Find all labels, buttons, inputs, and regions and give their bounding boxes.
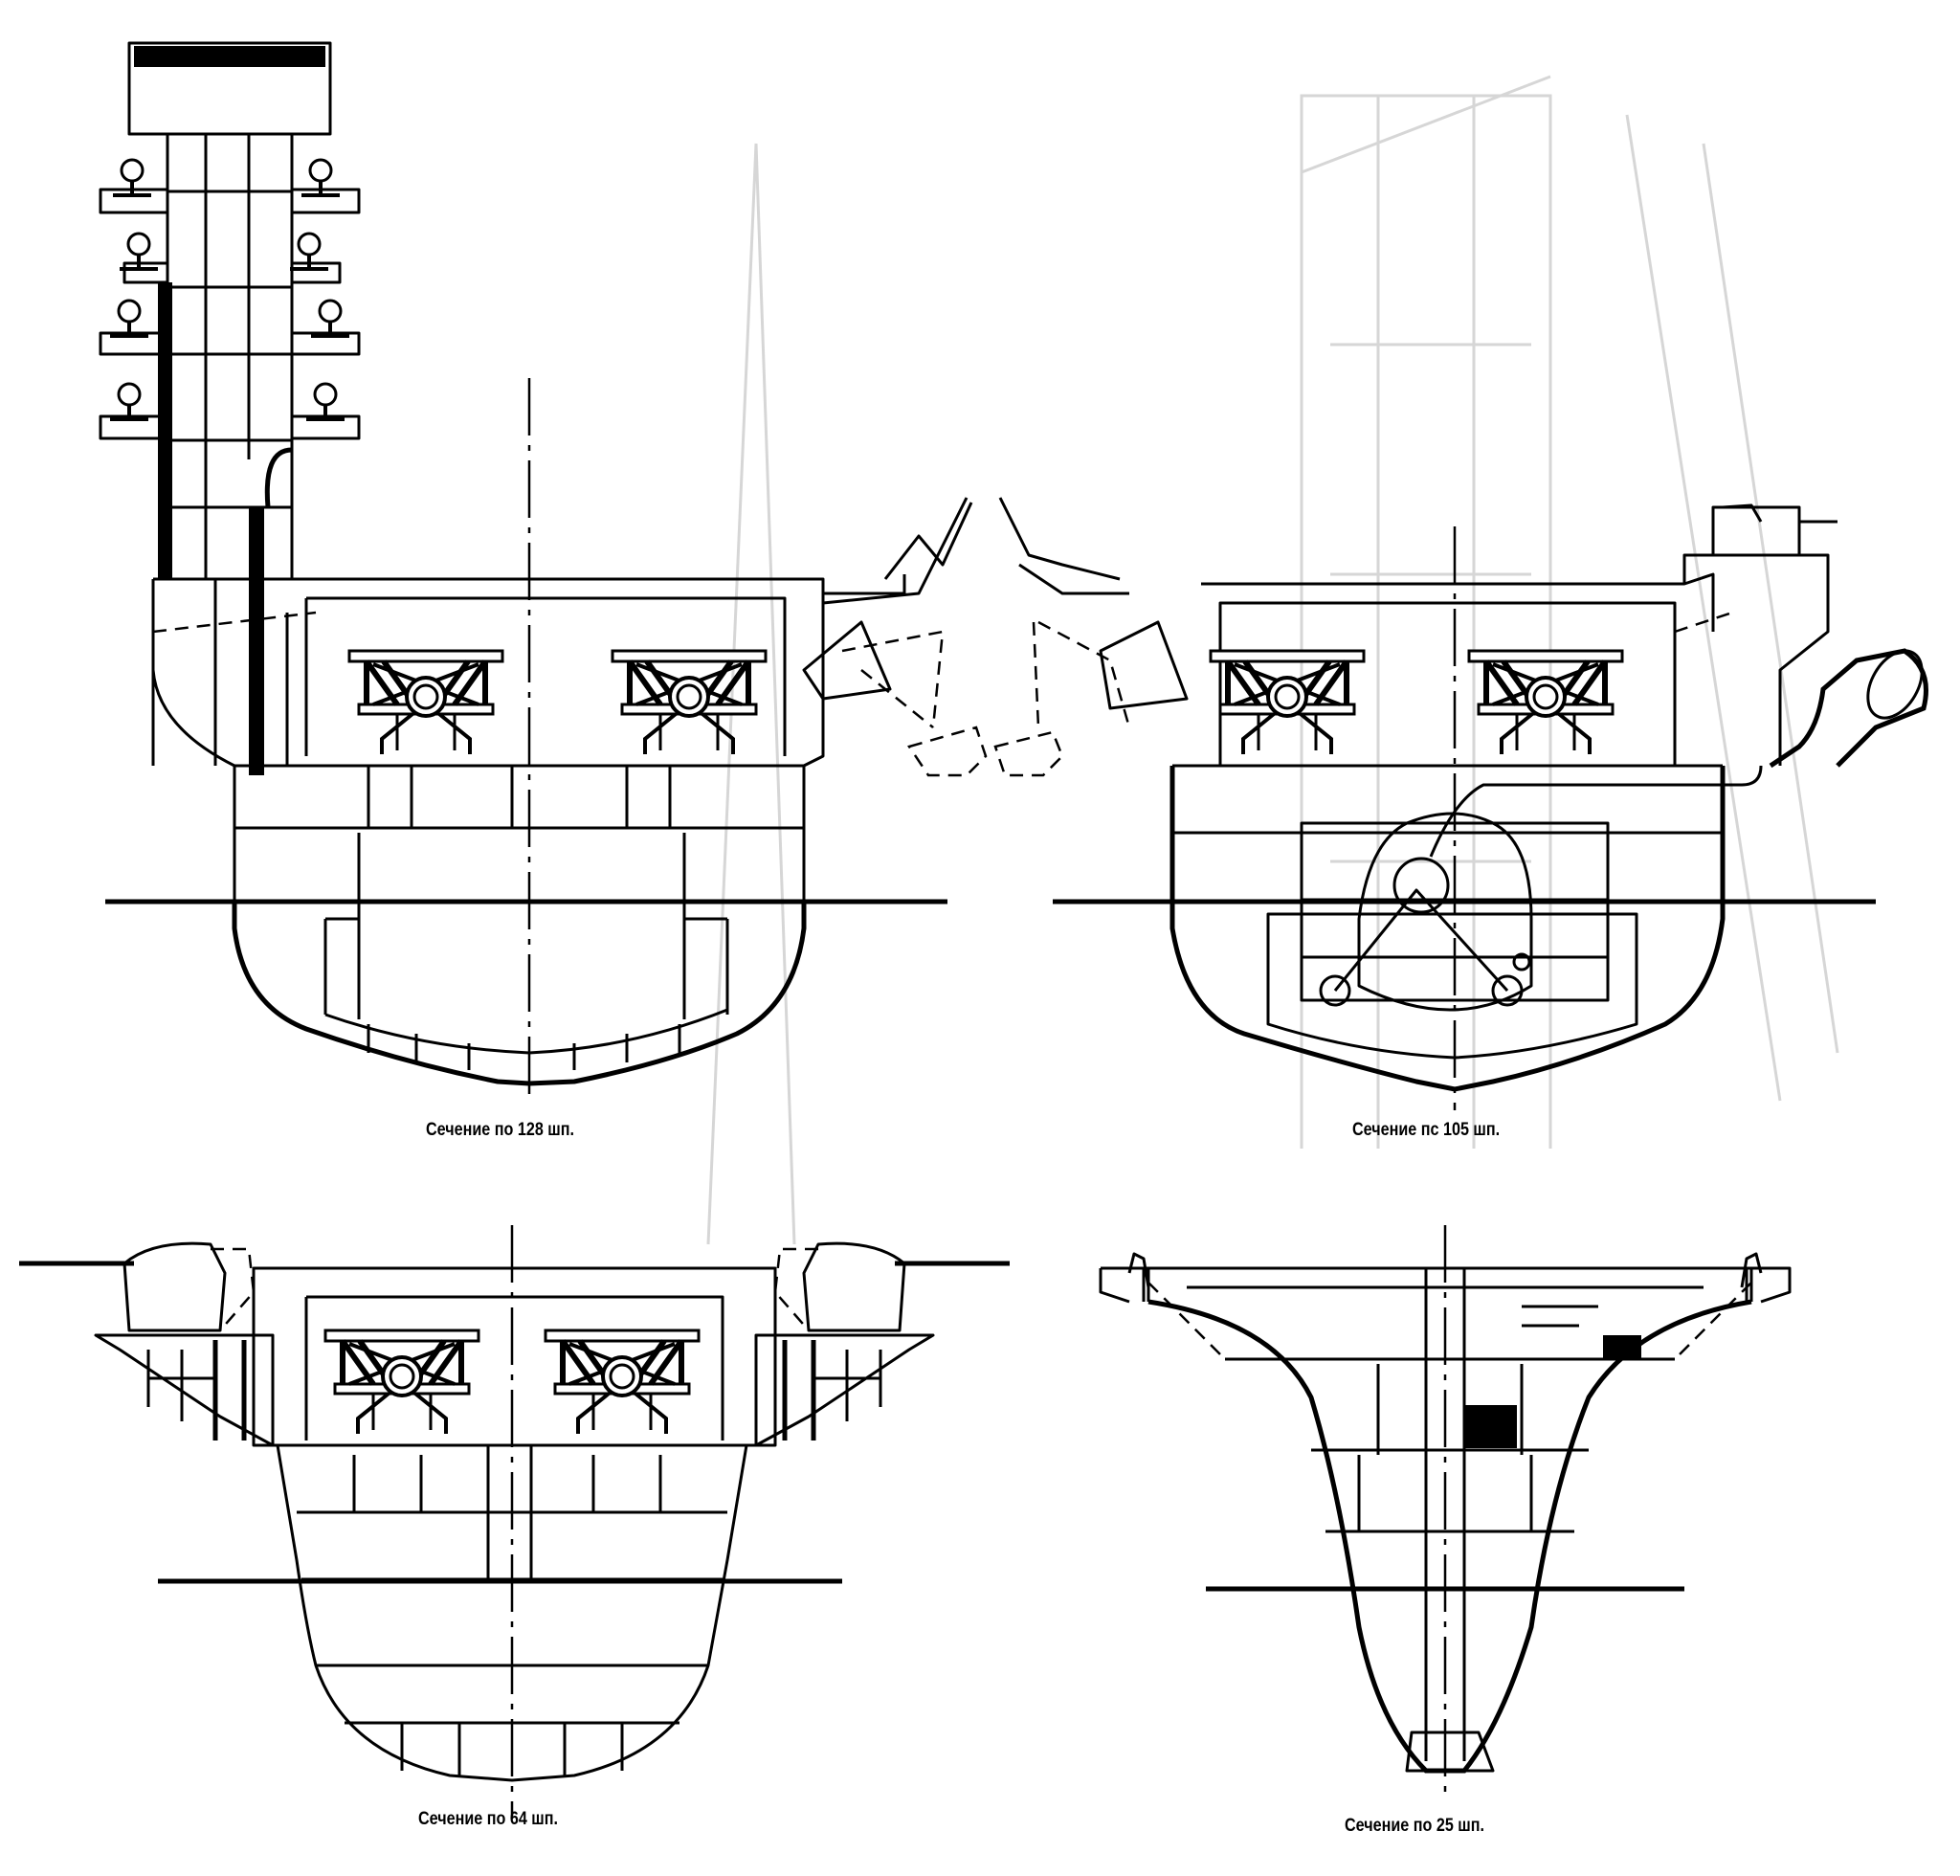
section-128-drawing <box>99 41 988 1096</box>
hangar-aircraft-icon <box>325 1330 479 1434</box>
hangar-aircraft-icon <box>612 651 766 754</box>
searchlight-icon <box>304 382 346 421</box>
section-25-drawing <box>1099 1225 1792 1799</box>
hangar-aircraft-icon <box>546 1330 699 1434</box>
searchlight-icon <box>108 382 150 421</box>
searchlight-icon <box>309 299 351 338</box>
hangar-aircraft-icon <box>1211 651 1364 754</box>
section-25-caption: Сечение по 25 шп. <box>1345 1816 1485 1836</box>
section-64-caption: Сечение по 64 шп. <box>418 1809 559 1829</box>
searchlight-icon <box>108 299 150 338</box>
hangar-aircraft-icon <box>1469 651 1622 754</box>
section-128-caption: Сечение по 128 шп. <box>426 1120 575 1140</box>
section-64-drawing <box>19 1225 1010 1819</box>
section-105-drawing <box>993 497 1928 1110</box>
hangar-aircraft-icon <box>349 651 502 754</box>
section-105-caption: Сечение пс 105 шп. <box>1352 1120 1501 1140</box>
searchlight-platforms <box>99 158 361 440</box>
